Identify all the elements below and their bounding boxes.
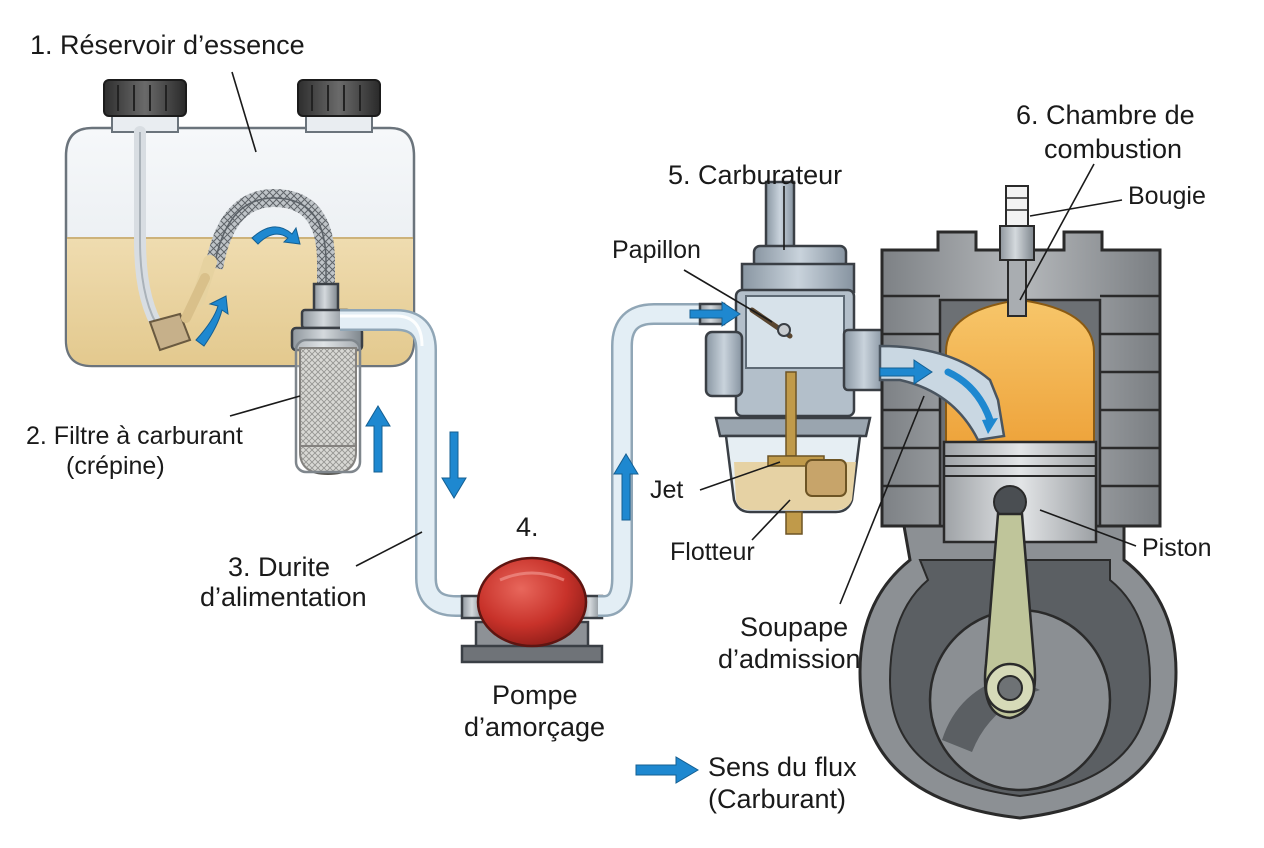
label-chamber-line2: combustion bbox=[1044, 134, 1182, 164]
label-chamber-line1: 6. Chambre de bbox=[1016, 100, 1195, 130]
spark-plug-icon bbox=[999, 185, 1035, 317]
label-jet: Jet bbox=[650, 476, 683, 504]
legend-line1: Sens du flux bbox=[708, 752, 857, 782]
carburetor bbox=[704, 180, 886, 535]
flow-arrow-right-carb bbox=[689, 301, 741, 327]
flow-arrow-down-1 bbox=[441, 431, 467, 499]
label-spark-plug: Bougie bbox=[1128, 182, 1206, 210]
label-pump-line2: d’amorçage bbox=[464, 712, 605, 742]
leader-lines bbox=[229, 71, 1137, 605]
flow-arrow-up-1 bbox=[365, 405, 391, 473]
label-hose-line1: 3. Durite bbox=[228, 552, 330, 582]
engine bbox=[858, 185, 1178, 820]
labels: 1. Réservoir d’essence 2. Filtre à carbu… bbox=[26, 30, 1211, 814]
legend-line2: (Carburant) bbox=[708, 784, 846, 814]
label-tank: 1. Réservoir d’essence bbox=[30, 30, 305, 60]
label-hose-line2: d’alimentation bbox=[200, 582, 367, 612]
tank-cap-right-icon bbox=[297, 79, 381, 117]
legend-arrow-icon bbox=[635, 756, 699, 784]
fuel-hose-supply bbox=[340, 309, 470, 617]
label-throttle: Papillon bbox=[612, 236, 701, 264]
label-filter-line1: 2. Filtre à carburant bbox=[26, 422, 243, 450]
fuel-filter bbox=[290, 282, 364, 476]
label-piston: Piston bbox=[1142, 534, 1211, 562]
flow-arrows bbox=[195, 226, 933, 784]
label-carburetor: 5. Carburateur bbox=[668, 160, 842, 190]
primer-pump bbox=[460, 556, 604, 664]
label-filter-line2: (crépine) bbox=[66, 452, 165, 480]
flow-arrow-up-2 bbox=[613, 453, 639, 521]
label-pump-number: 4. bbox=[516, 512, 539, 542]
tank-cap-left-icon bbox=[103, 79, 187, 117]
label-pump-line1: Pompe bbox=[492, 680, 578, 710]
label-valve-line2: d’admission bbox=[718, 644, 861, 674]
flow-arrow-right-engine bbox=[879, 359, 933, 385]
label-float: Flotteur bbox=[670, 538, 755, 566]
primer-bulb-icon bbox=[476, 556, 588, 648]
label-valve-line1: Soupape bbox=[740, 612, 848, 642]
float-icon bbox=[805, 459, 847, 497]
